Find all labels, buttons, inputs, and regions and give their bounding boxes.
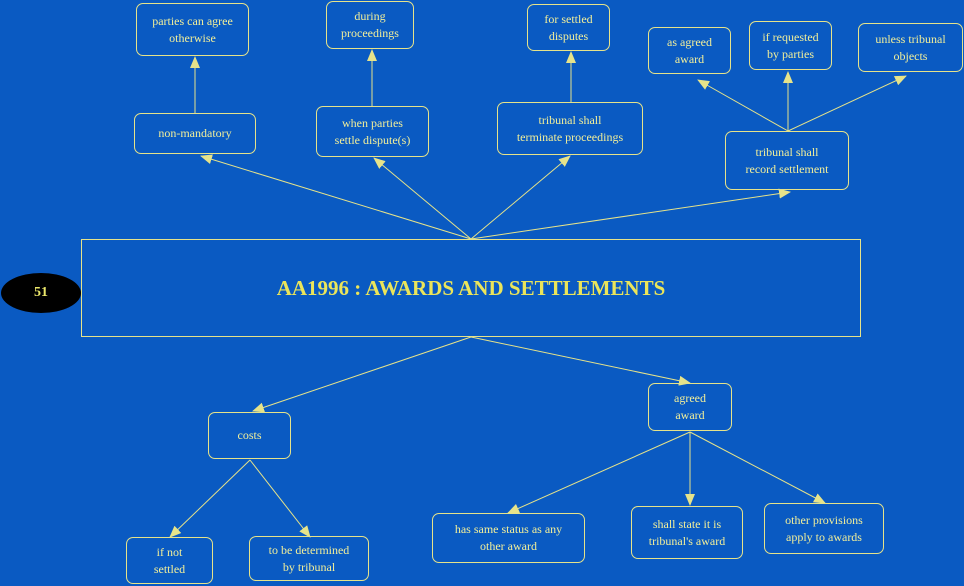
node-non-mandatory: non-mandatory (134, 113, 256, 154)
node-agreed-award: agreed award (648, 383, 732, 431)
edge-center-agreed (470, 336, 691, 386)
edge-agreed-samestatus (507, 431, 691, 514)
edge-center-costs (252, 336, 472, 413)
node-when-parties-settle: when parties settle dispute(s) (316, 106, 429, 157)
node-as-agreed-award: as agreed award (648, 27, 731, 74)
central-topic: AA1996 : AWARDS AND SETTLEMENTS (81, 239, 861, 337)
edge-record-asagreed (697, 79, 789, 132)
node-shall-state: shall state it is tribunal's award (631, 506, 743, 559)
node-unless-tribunal-objects: unless tribunal objects (858, 23, 963, 72)
edge-center-whenparties (373, 157, 472, 240)
edge-center-record (470, 188, 791, 240)
node-for-settled-disputes: for settled disputes (527, 4, 610, 51)
node-tribunal-record: tribunal shall record settlement (725, 131, 849, 190)
edge-center-nonmandatory (200, 154, 472, 240)
edge-center-terminate (470, 155, 571, 240)
page-number-badge: 51 (1, 273, 81, 313)
node-if-requested: if requested by parties (749, 21, 832, 70)
node-costs: costs (208, 412, 291, 459)
node-during-proceedings: during proceedings (326, 1, 414, 49)
node-same-status: has same status as any other award (432, 513, 585, 563)
node-if-not-settled: if not settled (126, 537, 213, 584)
edge-costs-determined (249, 459, 311, 538)
node-other-provisions: other provisions apply to awards (764, 503, 884, 554)
edge-record-unless (787, 75, 907, 132)
node-tribunal-terminate: tribunal shall terminate proceedings (497, 102, 643, 155)
node-to-be-determined: to be determined by tribunal (249, 536, 369, 581)
node-parties-can-agree: parties can agree otherwise (136, 3, 249, 56)
edge-agreed-other (689, 431, 826, 504)
edge-costs-ifnot (169, 459, 251, 538)
